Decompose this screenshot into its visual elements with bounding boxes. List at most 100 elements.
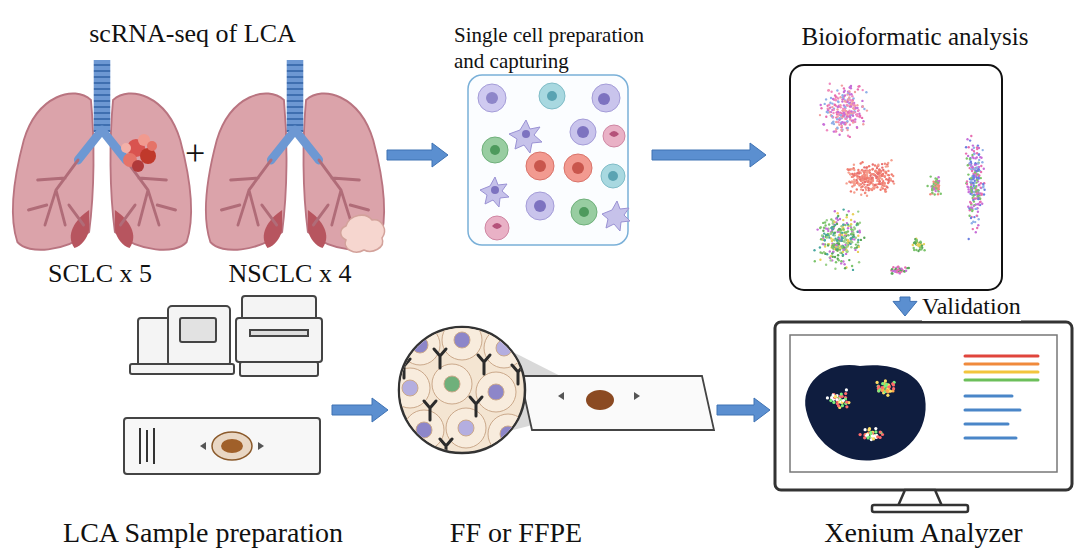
data-dot	[843, 263, 845, 265]
data-dot	[824, 239, 826, 241]
data-dot	[974, 208, 976, 210]
data-dot	[828, 107, 830, 109]
data-dot	[852, 269, 854, 271]
data-dot	[974, 157, 976, 159]
data-dot	[846, 250, 848, 252]
data-dot	[849, 136, 851, 138]
data-dot	[853, 226, 855, 228]
data-dot	[861, 169, 863, 171]
data-dot	[873, 173, 875, 175]
data-dot	[975, 167, 977, 169]
data-dot	[981, 193, 983, 195]
data-dot	[846, 104, 848, 106]
data-dot	[849, 124, 851, 126]
data-dot	[905, 270, 907, 272]
data-dot	[978, 159, 980, 161]
data-dot	[973, 200, 975, 202]
data-dot	[977, 224, 979, 226]
data-dot	[850, 237, 852, 239]
data-dot	[881, 178, 883, 180]
data-dot	[971, 222, 973, 224]
data-dot	[857, 251, 859, 253]
data-dot	[982, 149, 984, 151]
data-dot	[872, 180, 874, 182]
xenium-monitor: Xenium Analyzer	[772, 318, 1075, 555]
data-dot	[970, 184, 972, 186]
data-dot	[913, 249, 915, 251]
data-dot	[867, 428, 870, 431]
data-dot	[869, 431, 872, 434]
data-dot	[844, 106, 846, 108]
data-dot	[854, 121, 856, 123]
data-dot	[977, 203, 979, 205]
data-dot	[874, 427, 877, 430]
data-dot	[854, 173, 856, 175]
data-dot	[853, 104, 855, 106]
data-dot	[976, 227, 978, 229]
data-dot	[860, 176, 862, 178]
data-dot	[915, 238, 917, 240]
data-dot	[883, 182, 885, 184]
data-dot	[820, 107, 822, 109]
data-dot	[938, 181, 940, 183]
data-dot	[857, 85, 859, 87]
data-dot	[835, 130, 837, 132]
data-dot	[884, 175, 886, 177]
stage-label: scRNA-seq of LCA	[0, 18, 385, 49]
data-dot	[978, 154, 980, 156]
data-dot	[827, 111, 829, 113]
data-dot	[824, 245, 826, 247]
data-dot	[841, 94, 843, 96]
sample-prep-panel: LCA Sample preparation	[40, 285, 330, 555]
data-dot	[967, 188, 969, 190]
data-dot	[836, 108, 838, 110]
data-dot	[836, 127, 838, 129]
data-dot	[937, 182, 939, 184]
data-dot	[862, 89, 864, 91]
data-dot	[862, 120, 864, 122]
data-dot	[969, 201, 971, 203]
data-dot	[973, 182, 975, 184]
data-dot	[859, 222, 861, 224]
data-dot	[820, 238, 822, 240]
data-dot	[826, 236, 828, 238]
data-dot	[831, 246, 833, 248]
data-dot	[866, 109, 868, 111]
data-dot	[833, 232, 835, 234]
data-dot	[937, 188, 939, 190]
data-dot	[877, 164, 879, 166]
stage-label: Bioioformatic analysis	[768, 22, 1062, 52]
data-dot	[931, 192, 933, 194]
data-dot	[864, 178, 866, 180]
data-dot	[836, 240, 838, 242]
data-dot	[850, 228, 852, 230]
data-dot	[841, 100, 843, 102]
data-dot	[831, 246, 833, 248]
data-dot	[886, 186, 888, 188]
data-dot	[846, 251, 848, 253]
data-dot	[833, 104, 835, 106]
data-dot	[892, 270, 894, 272]
data-dot	[972, 144, 974, 146]
data-dot	[835, 96, 837, 98]
data-dot	[844, 94, 846, 96]
cell-prep-panel: Single cell preparation and capturing	[450, 18, 650, 250]
data-dot	[863, 237, 865, 239]
data-dot	[977, 193, 979, 195]
edge-label: Validation	[922, 292, 1021, 321]
data-dot	[870, 188, 872, 190]
data-dot	[848, 181, 850, 183]
data-dot	[827, 230, 829, 232]
data-dot	[863, 173, 865, 175]
data-dot	[819, 227, 821, 229]
data-dot	[839, 114, 841, 116]
data-dot	[968, 215, 970, 217]
data-dot	[864, 181, 866, 183]
data-dot	[886, 394, 889, 397]
data-dot	[874, 430, 877, 433]
data-dot	[828, 89, 830, 91]
data-dot	[868, 183, 870, 185]
data-dot	[973, 153, 975, 155]
data-dot	[970, 135, 972, 137]
data-dot	[830, 91, 832, 93]
